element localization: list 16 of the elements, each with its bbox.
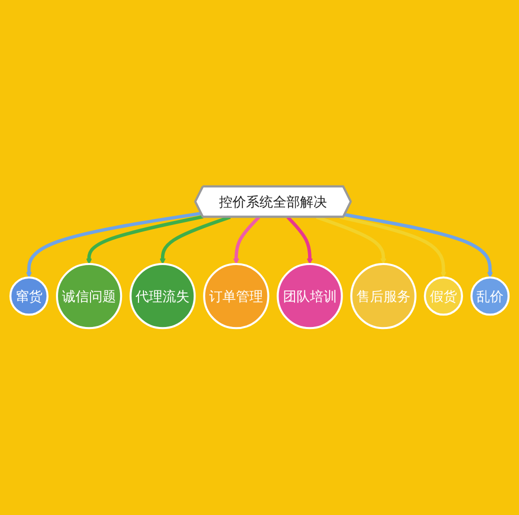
arrow bbox=[160, 216, 231, 265]
arrow bbox=[344, 213, 493, 278]
arrow bbox=[26, 212, 202, 278]
arrow bbox=[286, 216, 313, 265]
arrow bbox=[340, 216, 446, 278]
node-circle: 诚信问题 bbox=[56, 263, 122, 330]
arrow bbox=[86, 215, 204, 265]
node-circle: 订单管理 bbox=[203, 263, 270, 330]
node-circle: 团队培训 bbox=[276, 263, 343, 330]
node-circle: 窜货 bbox=[9, 276, 49, 316]
arrow bbox=[316, 216, 386, 265]
node-circle: 假货 bbox=[424, 276, 464, 316]
node-circle: 乱价 bbox=[470, 276, 510, 316]
node-circle: 代理流失 bbox=[130, 263, 196, 330]
arrow bbox=[233, 216, 260, 265]
node-circle: 售后服务 bbox=[350, 263, 416, 330]
